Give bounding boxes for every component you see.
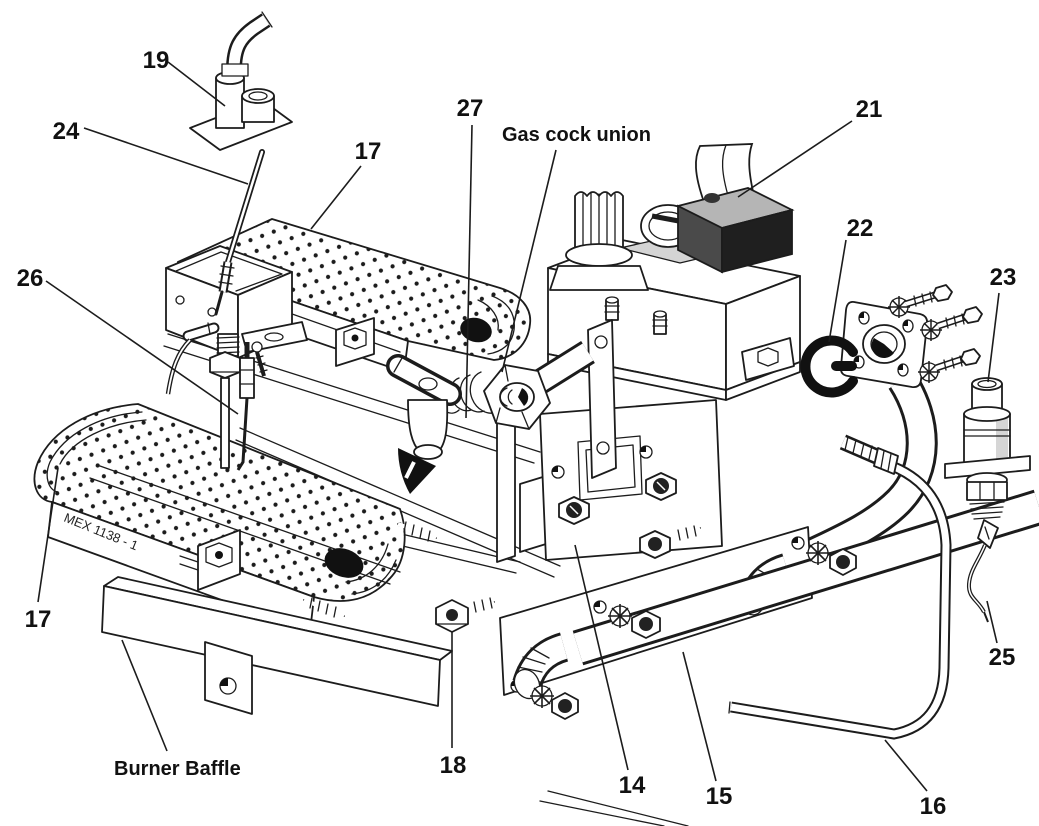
ignition-electrode xyxy=(214,149,265,316)
gas-cock xyxy=(386,319,617,494)
flange-screw xyxy=(888,284,953,318)
leader-23 xyxy=(987,292,1000,383)
callout-25: 25 xyxy=(989,644,1016,671)
leader-22 xyxy=(828,239,847,343)
leader-19 xyxy=(167,61,226,107)
leader-17-top xyxy=(310,165,362,230)
toothed-washer-nut xyxy=(806,541,857,576)
leader-15 xyxy=(682,651,717,782)
callout-18: 18 xyxy=(440,752,467,779)
electrode-lead xyxy=(966,544,989,623)
thermocouple xyxy=(165,322,268,471)
callout-26: 26 xyxy=(17,265,44,292)
callout-23: 23 xyxy=(990,264,1017,291)
leader-27 xyxy=(465,124,473,419)
pilot-burner-assembly xyxy=(189,11,293,151)
fixing-nut xyxy=(435,597,495,633)
callout-15: 15 xyxy=(706,783,733,810)
burner-screw xyxy=(303,597,345,618)
burner-screw xyxy=(397,521,437,542)
venturi-manifold xyxy=(499,371,1039,720)
toothed-washer-nut xyxy=(608,604,661,639)
callout-17-bottom: 17 xyxy=(25,606,52,633)
callout-14: 14 xyxy=(619,772,646,799)
flange-screw xyxy=(918,348,981,383)
gas-cock-union-label: Gas cock union xyxy=(502,124,651,146)
spark-electrode xyxy=(944,377,1031,623)
leader-14 xyxy=(574,544,629,771)
leader-17-bottom xyxy=(37,467,59,603)
callout-27: 27 xyxy=(457,95,484,122)
flange-screw xyxy=(920,306,983,341)
callout-numbers: 19 24 17 27 21 22 23 26 17 18 14 15 16 2… xyxy=(17,47,1017,820)
callout-19: 19 xyxy=(143,47,170,74)
leader-gas-cock-union xyxy=(501,149,557,373)
leader-21 xyxy=(737,120,853,198)
callout-17-top: 17 xyxy=(355,138,382,165)
callout-24: 24 xyxy=(53,118,80,145)
callout-21: 21 xyxy=(856,96,883,123)
rigid-gas-pipe xyxy=(728,434,952,740)
leader-26 xyxy=(45,280,239,415)
leader-24 xyxy=(83,127,249,185)
leader-25 xyxy=(986,600,998,644)
toothed-washer-nut xyxy=(530,684,579,720)
union-flange-plate xyxy=(839,284,983,389)
leader-16 xyxy=(884,739,928,792)
burner-baffle-label: Burner Baffle xyxy=(114,758,241,780)
leader-lines xyxy=(37,61,1000,792)
sealing-washer xyxy=(800,335,858,398)
leader-burner-baffle xyxy=(121,639,168,752)
callout-22: 22 xyxy=(847,215,874,242)
callout-16: 16 xyxy=(920,793,947,820)
burner-bottom: MEX 1138 - 1 xyxy=(33,403,437,633)
